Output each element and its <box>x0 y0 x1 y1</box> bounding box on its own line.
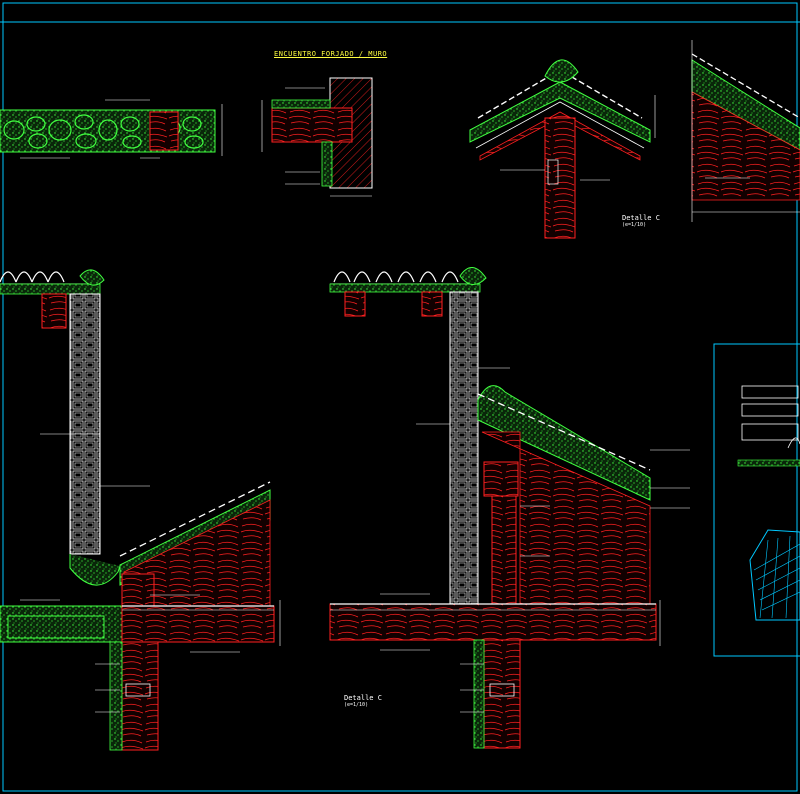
ridge-detail <box>469 59 656 239</box>
detail-label-top: Detalle C <box>622 214 660 222</box>
detail-scale-bottom: (e=1/10) <box>344 702 369 708</box>
detail-scale-top: (e=1/10) <box>622 222 647 228</box>
slab-stones-detail <box>0 99 223 159</box>
detail-marker-bottom: Detalle C (e=1/10) <box>344 694 382 708</box>
eave-detail-top-right <box>691 40 800 222</box>
slab-wall-joint-detail <box>261 77 373 197</box>
key-plan-inset <box>713 343 800 657</box>
sheet-title: ENCUENTRO FORJADO / MURO <box>274 50 388 58</box>
detail-label-bottom: Detalle C <box>344 694 382 702</box>
detail-marker-top: Detalle C (e=1/10) <box>622 214 660 228</box>
wall-roof-section-center <box>329 267 690 749</box>
wall-roof-section-left <box>0 269 281 751</box>
